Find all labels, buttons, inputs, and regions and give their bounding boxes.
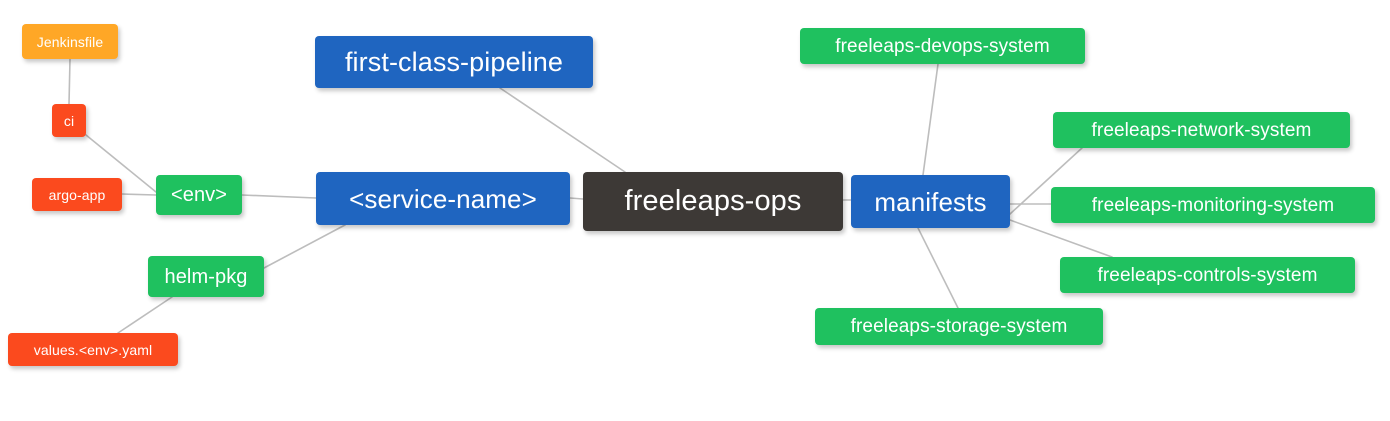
node-label-service-name: <service-name>	[349, 183, 537, 214]
node-storage-system[interactable]: freeleaps-storage-system	[815, 308, 1103, 345]
node-monitoring-system[interactable]: freeleaps-monitoring-system	[1051, 187, 1375, 223]
node-ci[interactable]: ci	[52, 104, 86, 137]
node-label-argo-app: argo-app	[48, 186, 106, 203]
node-label-freeleaps-ops: freeleaps-ops	[624, 185, 802, 217]
node-label-controls-system: freeleaps-controls-system	[1097, 264, 1318, 286]
node-label-network-system: freeleaps-network-system	[1091, 119, 1312, 141]
node-label-first-class-pipeline: first-class-pipeline	[344, 46, 564, 77]
edge-jenkinsfile-to-ci	[68, 58, 71, 105]
node-devops-system[interactable]: freeleaps-devops-system	[800, 28, 1085, 64]
node-argo-app[interactable]: argo-app	[32, 178, 122, 211]
node-label-helm-pkg: helm-pkg	[164, 265, 248, 288]
edge-manifests-to-devops-system	[922, 63, 939, 176]
node-controls-system[interactable]: freeleaps-controls-system	[1060, 257, 1355, 293]
node-first-class-pipeline[interactable]: first-class-pipeline	[315, 36, 593, 88]
node-values-yaml[interactable]: values.<env>.yaml	[8, 333, 178, 366]
node-manifests[interactable]: manifests	[851, 175, 1010, 228]
node-label-env: <env>	[170, 184, 228, 206]
node-service-name[interactable]: <service-name>	[316, 172, 570, 225]
node-label-monitoring-system: freeleaps-monitoring-system	[1091, 194, 1335, 216]
edge-manifests-to-controls-system	[1009, 219, 1113, 258]
node-helm-pkg[interactable]: helm-pkg	[148, 256, 264, 297]
node-label-ci: ci	[63, 112, 75, 129]
edge-manifests-to-storage-system	[917, 227, 959, 309]
node-jenkinsfile[interactable]: Jenkinsfile	[22, 24, 118, 59]
node-label-values-yaml: values.<env>.yaml	[33, 341, 153, 358]
node-freeleaps-ops[interactable]: freeleaps-ops	[583, 172, 843, 231]
edge-env-to-service-name	[241, 194, 317, 199]
node-label-manifests: manifests	[874, 186, 987, 217]
node-env[interactable]: <env>	[156, 175, 242, 215]
node-network-system[interactable]: freeleaps-network-system	[1053, 112, 1350, 148]
edge-service-name-to-helm-pkg	[263, 224, 346, 269]
edge-first-class-pipeline-to-freeleaps-ops	[499, 87, 626, 173]
edge-service-name-to-freeleaps-ops	[569, 197, 584, 200]
edge-helm-pkg-to-values-yaml	[117, 296, 173, 334]
node-label-jenkinsfile: Jenkinsfile	[36, 33, 104, 50]
node-label-devops-system: freeleaps-devops-system	[835, 35, 1050, 57]
node-label-storage-system: freeleaps-storage-system	[850, 316, 1068, 337]
edge-argo-app-to-env	[121, 193, 157, 196]
